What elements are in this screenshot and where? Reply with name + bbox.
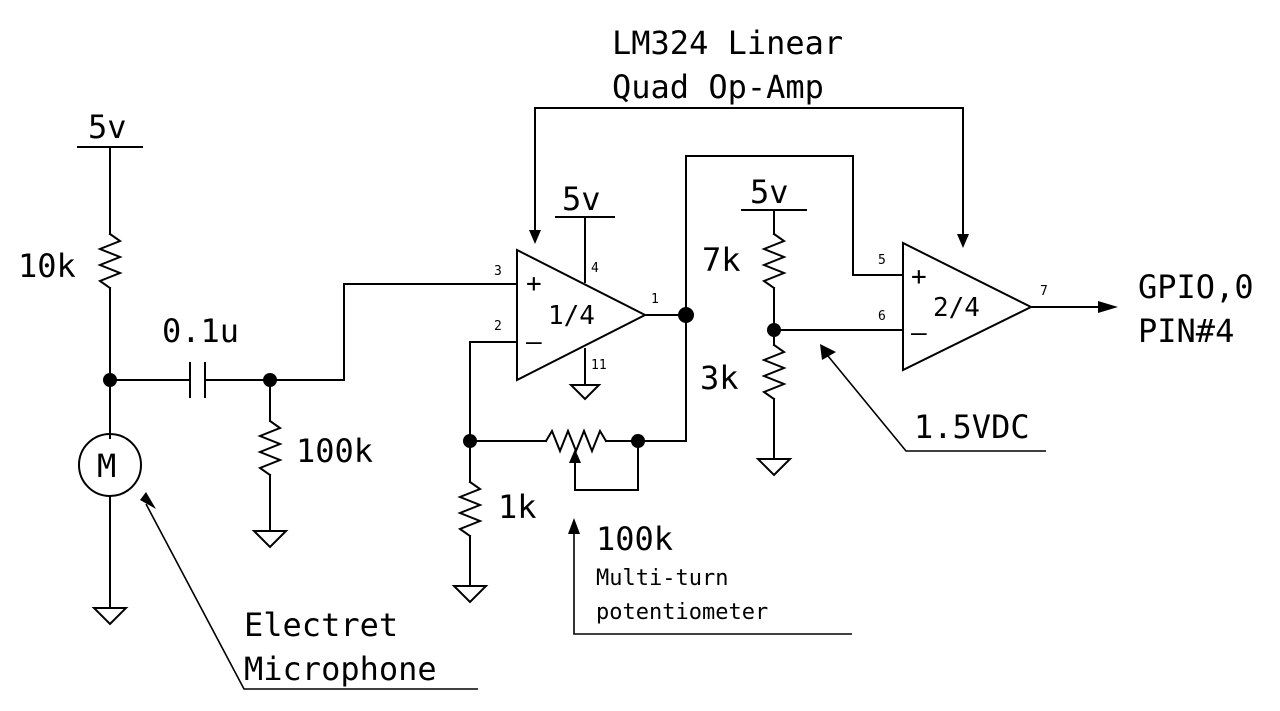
microphone-label-line1: Electret bbox=[244, 606, 398, 644]
microphone-label-line2: Microphone bbox=[244, 650, 437, 688]
output-label-line2: PIN#4 bbox=[1138, 312, 1234, 350]
resistor-3k-label: 3k bbox=[700, 359, 739, 397]
potentiometer-100k bbox=[544, 428, 608, 454]
pin-4: 4 bbox=[591, 261, 599, 276]
resistor-7k bbox=[761, 232, 787, 290]
pin-5: 5 bbox=[878, 253, 886, 268]
title-line2: Quad Op-Amp bbox=[612, 68, 824, 106]
output-arrow bbox=[1098, 301, 1118, 313]
opamp2-plus: + bbox=[911, 262, 927, 292]
opamp1-minus: – bbox=[526, 327, 542, 357]
potentiometer-pointer bbox=[573, 530, 852, 635]
wire bbox=[469, 341, 518, 442]
wire bbox=[637, 314, 687, 442]
title-line1: LM324 Linear bbox=[612, 24, 843, 62]
opamp-1 bbox=[516, 248, 648, 382]
title-arrow-opamp1 bbox=[529, 230, 541, 244]
vref-pointer bbox=[827, 355, 1046, 452]
opamp1-plus: + bbox=[526, 269, 542, 299]
resistor-3k bbox=[761, 343, 787, 401]
opamp1-label: 1/4 bbox=[548, 301, 595, 331]
resistor-100k bbox=[257, 419, 283, 477]
title-pointer-lines bbox=[529, 107, 969, 248]
opamp2-label: 2/4 bbox=[933, 293, 980, 323]
capacitor-label: 0.1u bbox=[162, 312, 239, 350]
resistor-1k bbox=[457, 480, 483, 538]
pin-3: 3 bbox=[494, 264, 502, 279]
potentiometer-wiper-arrow bbox=[569, 449, 581, 463]
output-label-line1: GPIO,0 bbox=[1138, 268, 1254, 306]
potentiometer-wiper-wire bbox=[574, 440, 639, 491]
opamp2-minus: – bbox=[911, 318, 927, 348]
potentiometer-label-line2: potentiometer bbox=[596, 600, 768, 625]
resistor-10k-label: 10k bbox=[18, 247, 76, 285]
microphone-pointer bbox=[145, 503, 478, 690]
pin-7: 7 bbox=[1040, 284, 1048, 299]
microphone-arrow bbox=[140, 492, 156, 509]
resistor-1k-label: 1k bbox=[498, 488, 537, 526]
pin-1: 1 bbox=[651, 292, 659, 307]
potentiometer-pointer-arrow bbox=[568, 518, 580, 534]
potentiometer-value-label: 100k bbox=[596, 520, 673, 558]
ground-symbol bbox=[251, 530, 289, 549]
ground-symbol bbox=[91, 607, 129, 626]
title-arrow-opamp2 bbox=[957, 234, 969, 248]
ground-symbol bbox=[451, 585, 489, 604]
vref-label: 1.5VDC bbox=[914, 408, 1030, 446]
resistor-100k-label: 100k bbox=[296, 432, 373, 470]
ground-symbol bbox=[755, 458, 793, 477]
vref-arrow bbox=[820, 344, 836, 360]
wire bbox=[343, 283, 518, 381]
supply-label-opamp1: 5v bbox=[562, 180, 601, 218]
wire bbox=[685, 155, 904, 316]
supply-label-left: 5v bbox=[88, 108, 127, 146]
pin-6: 6 bbox=[878, 309, 886, 324]
microphone-letter: M bbox=[97, 447, 116, 485]
potentiometer-label-line1: Multi-turn bbox=[596, 566, 728, 591]
supply-label-divider: 5v bbox=[750, 173, 789, 211]
pin-11: 11 bbox=[591, 358, 607, 373]
resistor-10k bbox=[97, 232, 123, 290]
opamp-2 bbox=[902, 241, 1034, 372]
ground-symbol bbox=[568, 384, 602, 401]
resistor-7k-label: 7k bbox=[702, 241, 741, 279]
pin-2: 2 bbox=[494, 319, 502, 334]
